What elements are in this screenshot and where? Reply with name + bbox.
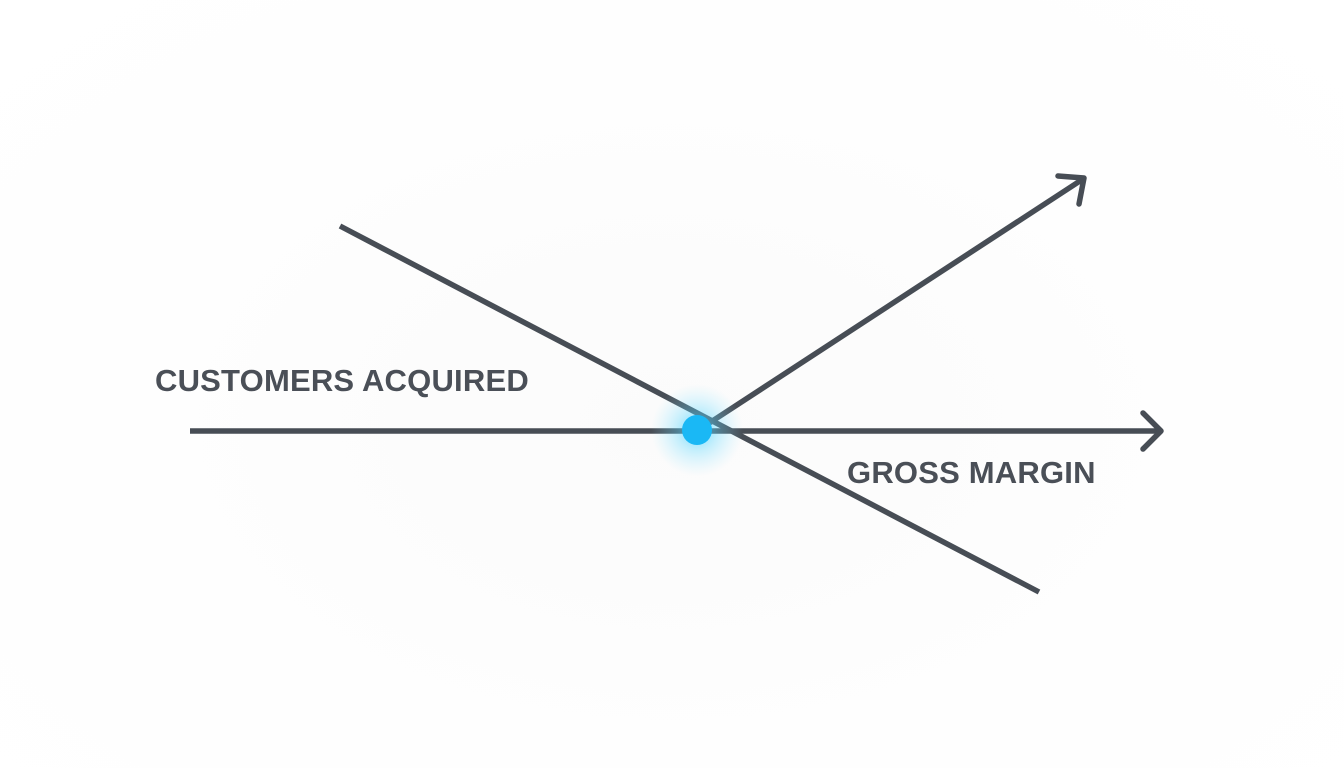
label-gross-margin: GROSS MARGIN: [847, 455, 1096, 490]
label-customers-acquired: CUSTOMERS ACQUIRED: [155, 363, 529, 398]
horizontal-arrowhead: [1140, 410, 1164, 452]
ascending-arrowhead: [1055, 173, 1087, 207]
intersection-node: [682, 415, 712, 445]
ascending-line: [695, 176, 1085, 434]
